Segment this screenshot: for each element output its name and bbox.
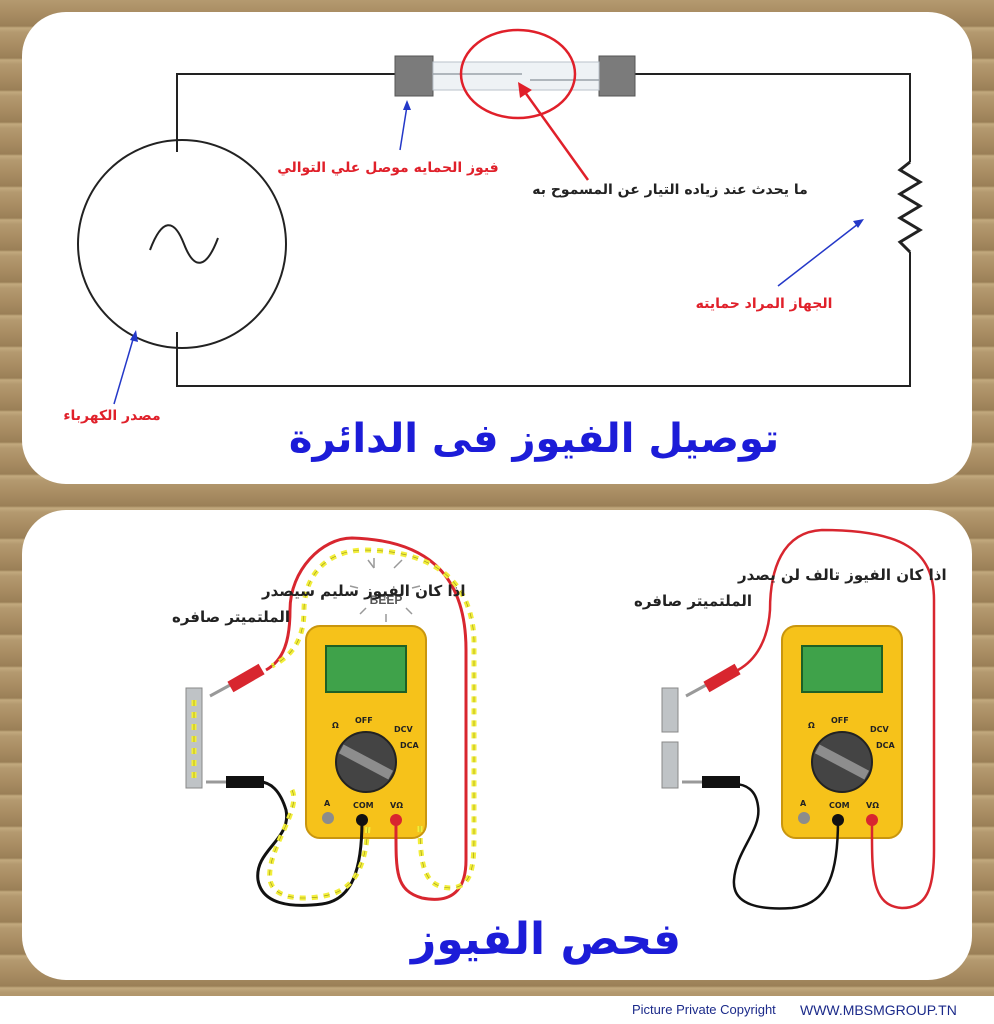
fuse-symbol	[394, 55, 636, 97]
svg-text:OFF: OFF	[355, 716, 373, 725]
fuse-label: فيوز الحمايه موصل علي التوالي	[277, 160, 498, 176]
bad-fuse-text-line2: الملتميتر صافره	[634, 592, 752, 610]
svg-text:Ω: Ω	[808, 721, 815, 730]
blown-fuse	[661, 687, 679, 789]
svg-text:DCV: DCV	[394, 725, 414, 734]
copyright-footer: Picture Private Copyright WWW.MBSMGROUP.…	[0, 996, 994, 1024]
good-fuse-text-line2: الملتميتر صافره	[172, 608, 290, 626]
beep-text: BEEP	[370, 593, 403, 607]
load-resistor-symbol	[897, 160, 923, 254]
circuit-panel: فيوز الحمايه موصل علي التوالي ما يحدث عن…	[22, 12, 972, 484]
testing-panel: OFF Ω DCV DCA A COM VΩ BEEP	[22, 510, 972, 980]
red-probe-left	[209, 663, 265, 698]
multimeter-good-labels: OFF Ω DCV DCA A COM VΩ	[324, 716, 420, 810]
black-probe-wire-right	[732, 782, 840, 910]
load-label: الجهاز المراد حمايته	[696, 296, 833, 312]
svg-text:DCA: DCA	[876, 741, 896, 750]
svg-text:Ω: Ω	[332, 721, 339, 730]
good-fuse-text-line1: اذا كان الفيوز سليم سيصدر	[261, 582, 465, 600]
overcurrent-label: ما يحدث عند زياده التيار عن المسموح به	[532, 182, 808, 198]
blown-fuse-highlight	[459, 28, 577, 120]
red-probe-wire-right	[737, 528, 936, 910]
source-label: مصدر الكهرباء	[63, 408, 160, 424]
svg-text:OFF: OFF	[831, 716, 849, 725]
ac-source-symbol	[77, 139, 287, 349]
svg-text:COM: COM	[829, 801, 850, 810]
copyright-text: Picture Private Copyright	[632, 1002, 776, 1017]
circuit-title: توصيل الفيوز فى الدائرة	[289, 416, 779, 462]
black-probe-right	[682, 776, 740, 788]
label-arrows	[113, 82, 864, 405]
svg-text:COM: COM	[353, 801, 374, 810]
svg-text:VΩ: VΩ	[390, 801, 403, 810]
multimeter-bad-labels: OFF Ω DCV DCA A COM VΩ	[800, 716, 896, 810]
svg-text:A: A	[800, 799, 807, 808]
svg-text:VΩ: VΩ	[866, 801, 879, 810]
fuse-testing-diagram: OFF Ω DCV DCA A COM VΩ BEEP	[172, 528, 947, 965]
circuit-wire	[176, 73, 911, 387]
svg-text:DCV: DCV	[870, 725, 890, 734]
black-probe-wire-left	[256, 780, 364, 907]
black-probe-left	[206, 776, 264, 788]
site-link[interactable]: WWW.MBSMGROUP.TN	[800, 1002, 957, 1018]
red-probe-right	[685, 663, 741, 698]
beep-indicator	[349, 558, 421, 622]
bad-fuse-text-line1: اذا كان الفيوز تالف لن يصدر	[737, 566, 947, 584]
testing-title: فحص الفيوز	[409, 914, 681, 965]
svg-text:A: A	[324, 799, 331, 808]
fuse-circuit-diagram: فيوز الحمايه موصل علي التوالي ما يحدث عن…	[63, 28, 923, 462]
svg-text:DCA: DCA	[400, 741, 420, 750]
